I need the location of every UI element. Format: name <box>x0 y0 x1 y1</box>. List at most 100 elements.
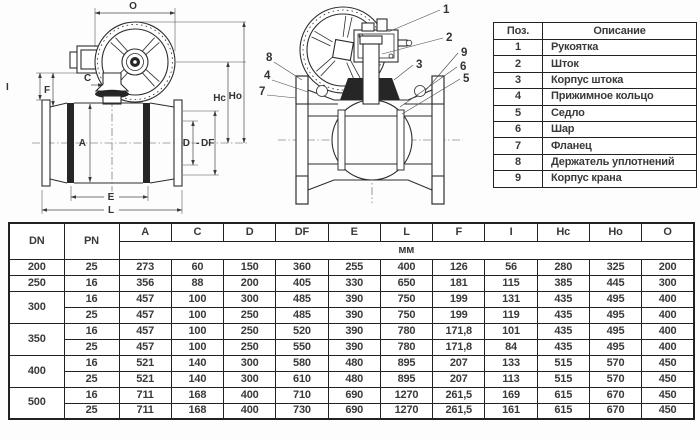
value-cell: 255 <box>327 258 381 276</box>
value-cell: 405 <box>275 274 329 292</box>
dim-label-C: C <box>84 73 91 84</box>
dims-header-e: E <box>327 222 381 242</box>
pn-cell: 16 <box>63 274 120 292</box>
legend-desc-cell: Шток <box>542 55 697 73</box>
pn-cell: 16 <box>63 386 120 404</box>
dimension-C: C <box>84 73 104 87</box>
dims-header-i: I <box>484 222 538 242</box>
value-cell: 400 <box>641 338 695 356</box>
dim-label-I: I <box>6 82 9 93</box>
legend-header-pos: Поз. <box>493 22 543 40</box>
value-cell: 250 <box>223 322 277 340</box>
value-cell: 457 <box>118 290 172 308</box>
value-cell: 140 <box>170 354 225 372</box>
value-cell: 400 <box>641 322 695 340</box>
value-cell: 300 <box>223 370 277 388</box>
pn-cell: 16 <box>63 322 120 340</box>
callout-8: 8 <box>266 52 273 64</box>
value-cell: 84 <box>484 338 538 356</box>
dims-header-d: D <box>223 222 277 242</box>
dim-label-Ho: Ho <box>229 91 242 102</box>
value-cell: 140 <box>170 370 225 388</box>
valve-front-view-drawing: O I F C Hc Ho A <box>6 1 247 216</box>
callout-9: 9 <box>461 47 467 59</box>
value-cell: 199 <box>432 290 486 308</box>
dim-label-Hc: Hc <box>213 93 226 104</box>
dims-header-pn: PN <box>63 222 120 260</box>
value-cell: 450 <box>641 386 695 404</box>
value-cell: 457 <box>118 338 172 356</box>
legend-desc-cell: Фланец <box>542 137 697 155</box>
value-cell: 450 <box>641 402 695 420</box>
value-cell: 711 <box>118 386 172 404</box>
value-cell: 199 <box>432 306 486 324</box>
dim-label-O: O <box>129 1 137 12</box>
pn-cell: 25 <box>63 402 120 420</box>
value-cell: 400 <box>641 290 695 308</box>
dims-header-o: O <box>641 222 695 242</box>
value-cell: 495 <box>588 306 643 324</box>
value-cell: 113 <box>484 370 538 388</box>
legend-header-desc: Описание <box>542 22 697 40</box>
dimension-O: O <box>94 1 176 51</box>
value-cell: 710 <box>275 386 329 404</box>
dimension-A: A <box>79 103 92 183</box>
value-cell: 273 <box>118 258 172 276</box>
legend-desc-cell: Прижимное кольцо <box>542 88 697 106</box>
value-cell: 168 <box>170 386 225 404</box>
value-cell: 390 <box>327 290 381 308</box>
value-cell: 580 <box>275 354 329 372</box>
dimension-Hc: Hc <box>176 61 246 144</box>
dimension-F: F <box>44 72 55 107</box>
dims-header-row: DN PN A C D DF E L F I Hc Ho O <box>8 222 695 260</box>
value-cell: 450 <box>641 354 695 372</box>
dimension-Ho: Ho <box>137 21 246 144</box>
value-cell: 515 <box>536 354 590 372</box>
dims-header-dn: DN <box>8 222 65 260</box>
value-cell: 171,8 <box>432 322 486 340</box>
legend-desc-cell: Седло <box>542 104 697 122</box>
value-cell: 100 <box>170 290 225 308</box>
value-cell: 133 <box>484 354 538 372</box>
value-cell: 280 <box>536 258 590 276</box>
value-cell: 1270 <box>379 402 434 420</box>
value-cell: 457 <box>118 306 172 324</box>
dims-header-df: DF <box>275 222 329 242</box>
value-cell: 400 <box>223 402 277 420</box>
dims-header-hc: Hc <box>536 222 590 242</box>
dim-label-DF: DF <box>201 138 214 149</box>
dn-cell: 400 <box>8 354 65 388</box>
value-cell: 495 <box>588 290 643 308</box>
dimension-E: E <box>70 186 149 203</box>
legend-pos-cell: 7 <box>493 137 543 155</box>
value-cell: 360 <box>275 258 329 276</box>
value-cell: 390 <box>327 306 381 324</box>
pn-cell: 25 <box>63 338 120 356</box>
value-cell: 250 <box>223 338 277 356</box>
value-cell: 250 <box>223 306 277 324</box>
value-cell: 435 <box>536 306 590 324</box>
value-cell: 100 <box>170 306 225 324</box>
value-cell: 150 <box>223 258 277 276</box>
value-cell: 356 <box>118 274 172 292</box>
value-cell: 570 <box>588 370 643 388</box>
value-cell: 400 <box>223 386 277 404</box>
value-cell: 390 <box>327 322 381 340</box>
legend-pos-cell: 6 <box>493 120 543 139</box>
dim-label-E: E <box>108 192 115 203</box>
dim-label-D: D <box>183 138 190 149</box>
value-cell: 131 <box>484 290 538 308</box>
pn-cell: 25 <box>63 306 120 324</box>
